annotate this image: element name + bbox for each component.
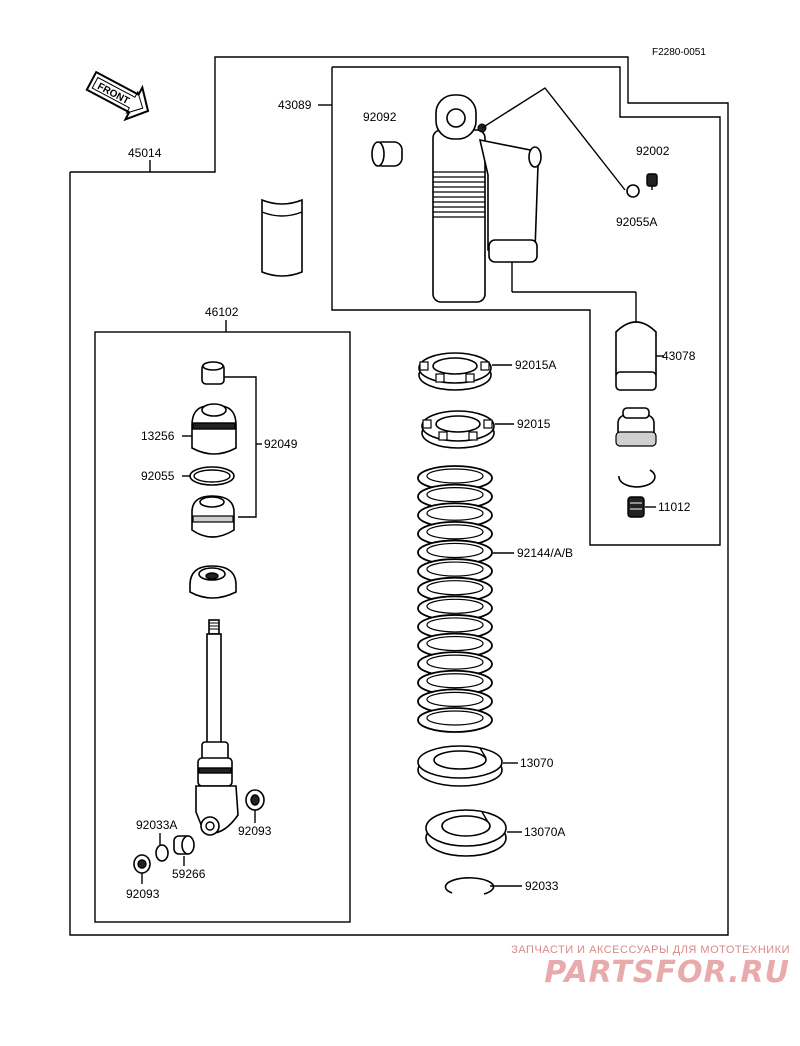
spring-coil-inner (426, 580, 484, 596)
part-label-45014: 45014 (128, 146, 162, 160)
lock-nut-92015A (418, 352, 492, 391)
part-label-92144: 92144/A/B (517, 546, 573, 560)
assembly-boundary-45014 (69, 56, 729, 936)
part-label-92049: 92049 (264, 437, 298, 451)
watermark: ЗАПЧАСТИ И АКСЕССУАРЫ ДЛЯ МОТОТЕХНИКИ PA… (470, 944, 790, 990)
part-label-92033: 92033 (525, 879, 559, 893)
bolt-92002 (646, 173, 658, 190)
watermark-brand: PARTSFOR.RU (544, 955, 790, 990)
nut-top (201, 361, 225, 385)
lock-nut-92015 (421, 410, 495, 449)
piston-rod (195, 619, 239, 836)
spring-coil-inner (426, 673, 484, 689)
valve-11012 (627, 496, 645, 518)
part-label-92055: 92055 (141, 469, 175, 483)
spring-coil-inner (426, 487, 484, 503)
seal-92093-right (245, 789, 265, 811)
spring-coil-inner (426, 505, 484, 521)
bladder-43078 (615, 321, 657, 391)
spring-seat-13070 (417, 745, 503, 787)
watermark-tagline: ЗАПЧАСТИ И АКСЕССУАРЫ ДЛЯ МОТОТЕХНИКИ (511, 944, 790, 956)
subassembly-boundary-46102 (94, 331, 351, 923)
valve-cap (615, 407, 657, 447)
spring-coil-inner (426, 561, 484, 577)
spring-coil-inner (426, 468, 484, 484)
rubber-bushing-13256 (191, 403, 237, 455)
seal-92093-left (133, 854, 151, 874)
washer-92033A (155, 844, 169, 862)
part-label-13256: 13256 (141, 429, 175, 443)
part-label-11012: 11012 (658, 500, 691, 514)
part-label-92002: 92002 (636, 144, 670, 158)
snap-ring-reservoir (618, 469, 656, 488)
coil-spring-92144 (417, 465, 493, 733)
front-arrow-icon: FRONT (85, 70, 150, 122)
shock-cover-plate (261, 198, 303, 277)
part-label-92093-right: 92093 (238, 824, 272, 838)
spring-coil-inner (426, 691, 484, 707)
spring-coil-inner (426, 617, 484, 633)
o-ring-92055A (626, 184, 640, 198)
part-label-92055A: 92055A (616, 215, 657, 229)
part-label-59266: 59266 (172, 867, 206, 881)
spring-coil-inner (426, 542, 484, 559)
part-label-43078: 43078 (662, 349, 696, 363)
circlip-92033 (444, 877, 495, 895)
part-label-92015A: 92015A (515, 358, 556, 372)
bushing-92092 (371, 141, 403, 167)
part-label-92015: 92015 (517, 417, 551, 431)
part-label-46102: 46102 (205, 305, 239, 319)
part-label-92033A: 92033A (136, 818, 177, 832)
diagram-code: F2280-0051 (652, 47, 706, 58)
shock-absorber-body (432, 94, 542, 303)
spring-coil-inner (426, 710, 484, 726)
dust-seal (189, 565, 237, 599)
spring-coil-inner (426, 524, 484, 540)
spring-seat-13070A (425, 809, 507, 857)
rubber-bushing-lower (191, 495, 235, 538)
part-label-43089: 43089 (278, 98, 312, 112)
spring-coil-inner (426, 635, 484, 652)
collar-59266 (173, 835, 195, 855)
part-label-92092: 92092 (363, 110, 397, 124)
subassembly-boundary-43089 (331, 66, 721, 546)
part-label-92093-left: 92093 (126, 887, 160, 901)
spring-coil-inner (426, 654, 484, 670)
spring-coil-inner (426, 598, 484, 614)
part-label-13070: 13070 (520, 756, 554, 770)
part-label-13070A: 13070A (524, 825, 565, 839)
